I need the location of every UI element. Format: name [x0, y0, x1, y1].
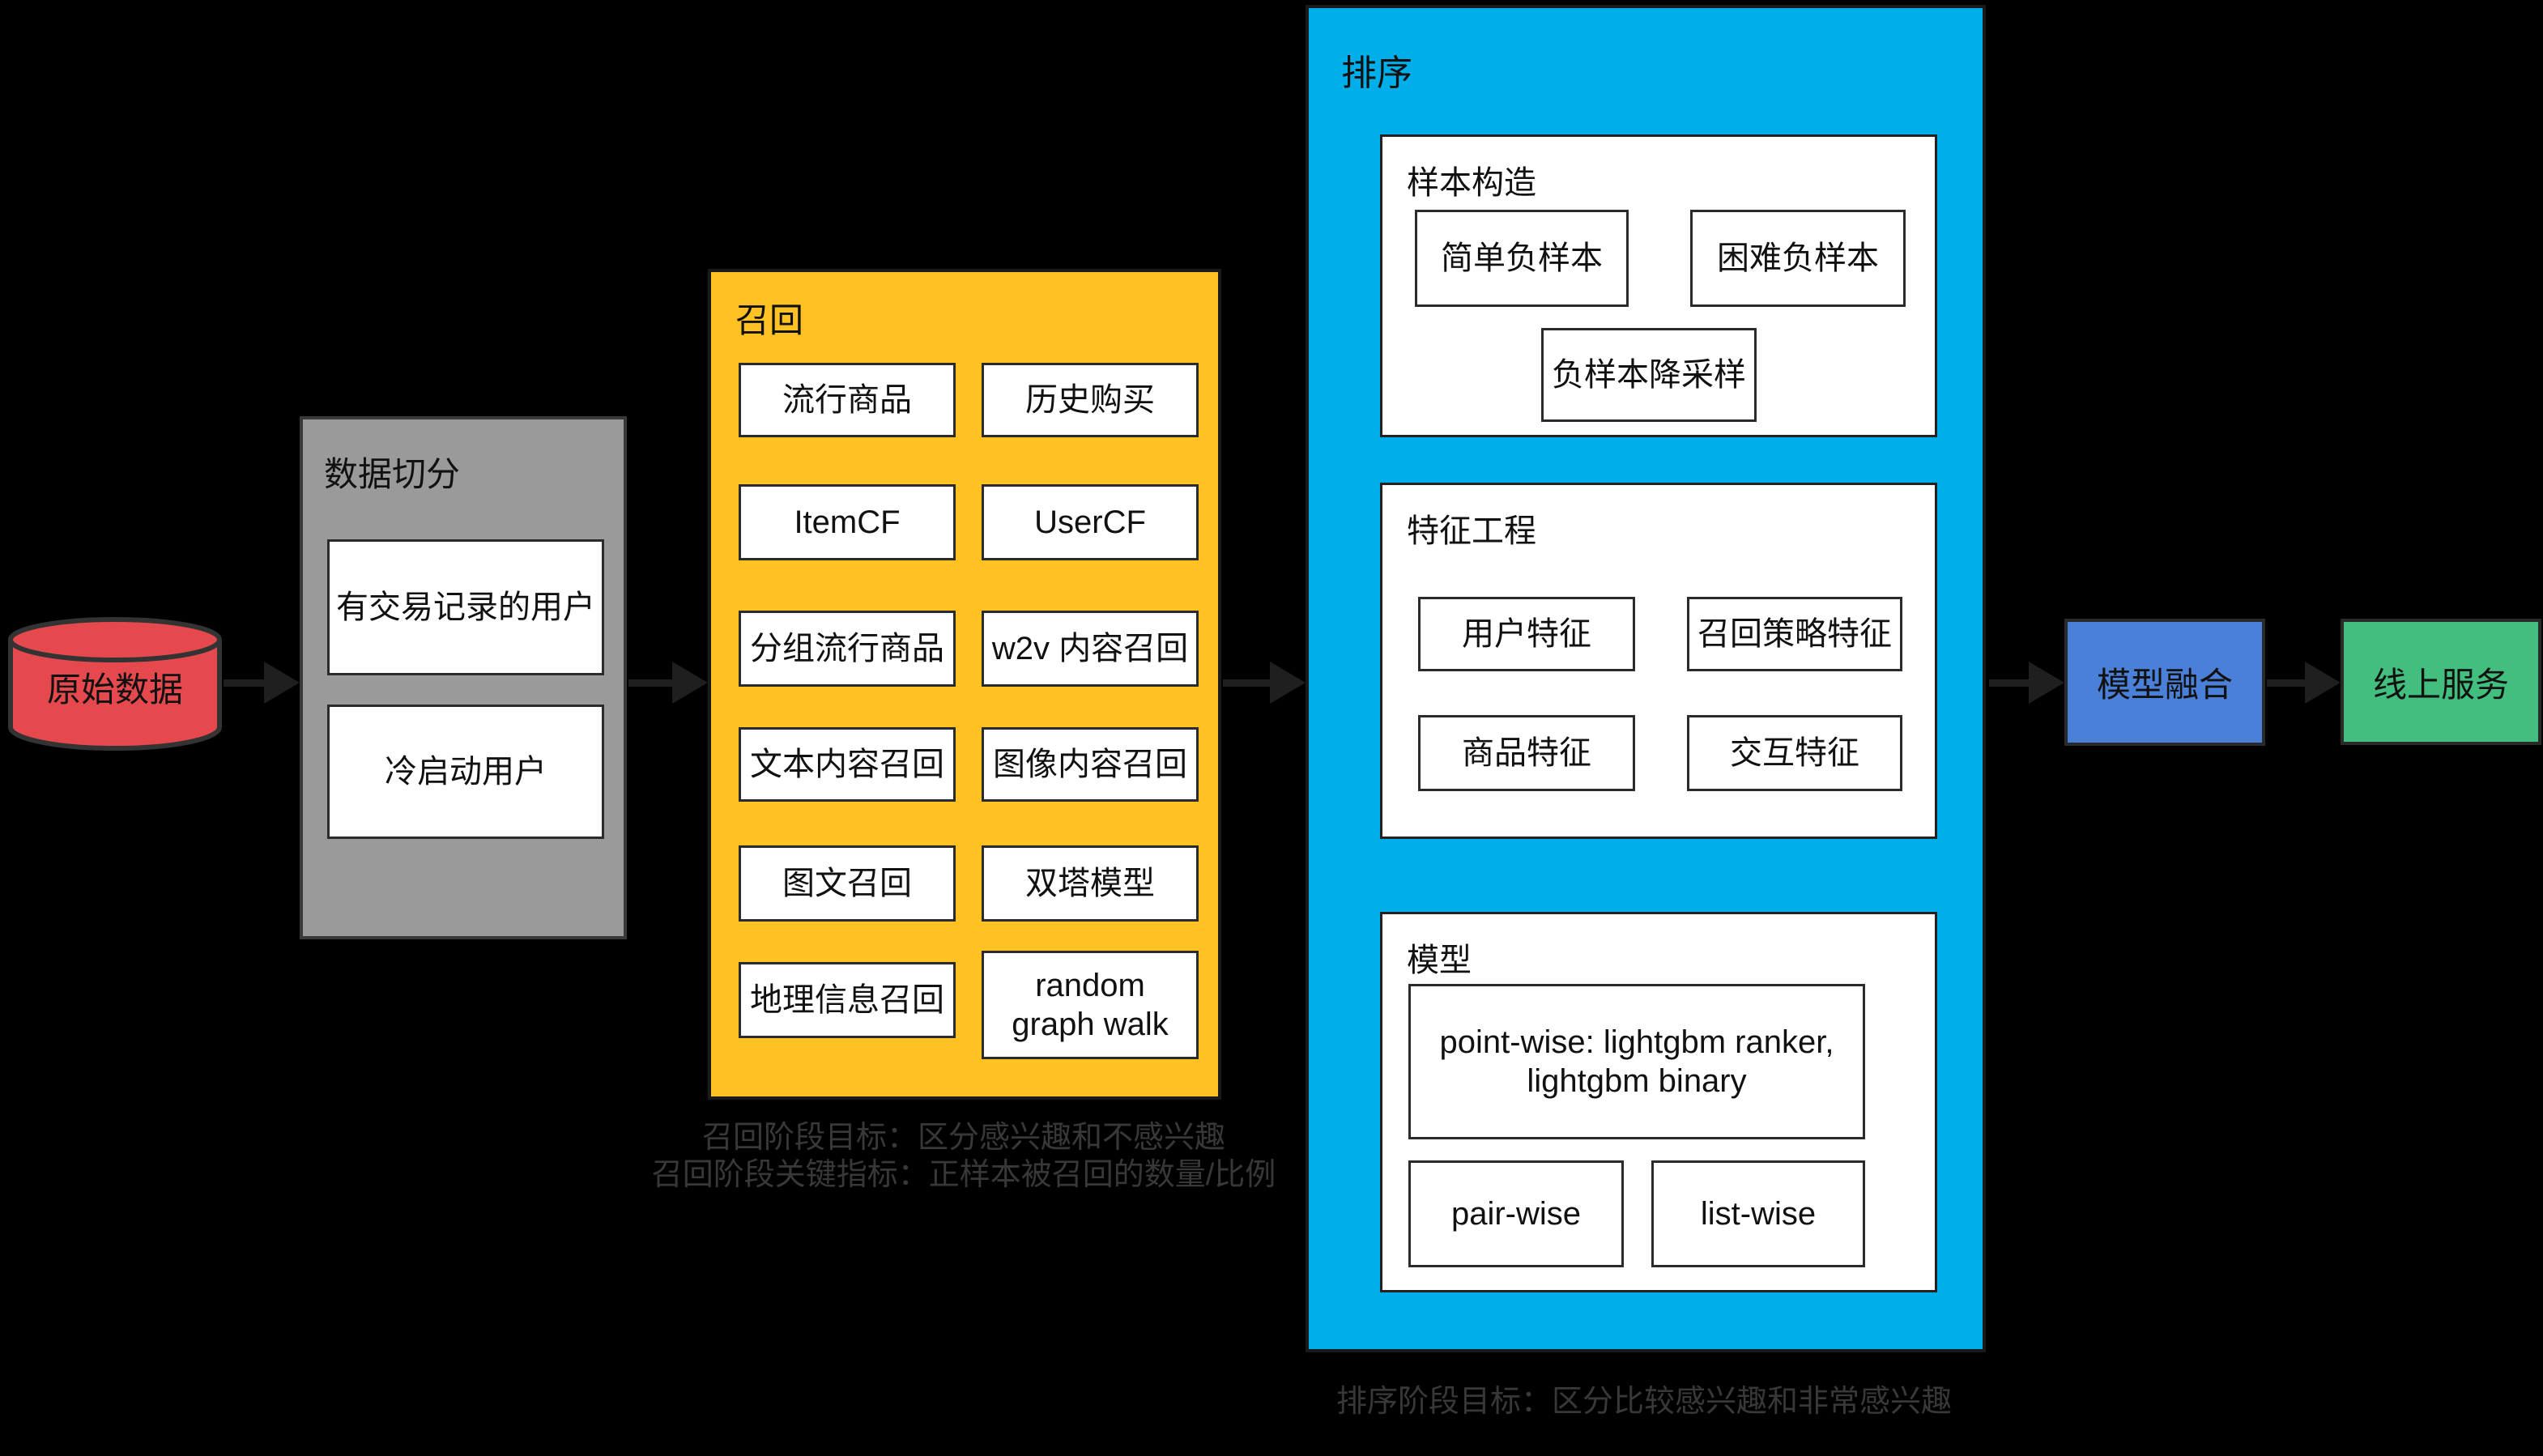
feature-item-goods: 商品特征	[1418, 715, 1635, 791]
feature-engineering-title: 特征工程	[1407, 513, 1536, 549]
online-serving-label: 线上服务	[2372, 665, 2509, 704]
feature-item-user: 用户特征	[1418, 597, 1635, 671]
arrow-source-to-split	[224, 679, 266, 687]
recall-item-w2v-content: w2v 内容召回	[982, 611, 1199, 687]
model-fusion-node: 模型融合	[2064, 619, 2265, 746]
arrow-recall-to-ranking	[1223, 679, 1272, 687]
feature-item-recall-strategy: 召回策略特征	[1687, 597, 1902, 671]
recall-title: 召回	[735, 301, 804, 339]
model-fusion-label: 模型融合	[2096, 666, 2233, 704]
sample-construction-panel: 样本构造 简单负样本 困难负样本 负样本降采样	[1380, 134, 1937, 437]
sample-item-easy-negative: 简单负样本	[1415, 210, 1629, 307]
model-item-pointwise: point-wise: lightgbm ranker, lightgbm bi…	[1408, 984, 1865, 1139]
model-item-pairwise: pair-wise	[1408, 1160, 1624, 1267]
sample-construction-title: 样本构造	[1407, 165, 1536, 201]
source-label: 原始数据	[46, 671, 183, 709]
ranking-goal-caption: 排序阶段目标：区分比较感兴趣和非常感兴趣	[1335, 1385, 1952, 1419]
ranking-title: 排序	[1341, 53, 1412, 93]
recall-metric-caption: 召回阶段关键指标：正样本被召回的数量/比例	[651, 1158, 1276, 1192]
arrow-head-recall-to-ranking-icon	[1270, 662, 1306, 704]
online-serving-node: 线上服务	[2341, 619, 2541, 745]
data-split-title: 数据切分	[324, 455, 461, 493]
recall-item-history-purchase: 历史购买	[982, 363, 1199, 437]
feature-item-interaction: 交互特征	[1687, 715, 1902, 791]
model-item-listwise: list-wise	[1651, 1160, 1865, 1267]
recall-item-two-tower: 双塔模型	[982, 845, 1199, 922]
recall-item-image-content: 图像内容召回	[982, 727, 1199, 802]
recall-block: 召回 流行商品 历史购买 ItemCF UserCF 分组流行商品 w2v 内容…	[708, 269, 1221, 1100]
sample-item-negative-downsample: 负样本降采样	[1541, 328, 1757, 422]
recall-item-grouped-popular: 分组流行商品	[739, 611, 956, 687]
recall-item-image-text: 图文召回	[739, 845, 956, 922]
ranking-block: 排序 样本构造 简单负样本 困难负样本 负样本降采样 特征工程 用户特征 召回策…	[1306, 5, 1986, 1352]
feature-engineering-panel: 特征工程 用户特征 召回策略特征 商品特征 交互特征	[1380, 483, 1937, 839]
arrow-head-fusion-to-serving-icon	[2305, 662, 2341, 704]
arrow-head-source-to-split-icon	[264, 662, 300, 704]
recall-goal-caption: 召回阶段目标：区分感兴趣和不感兴趣	[701, 1121, 1225, 1155]
source-database-cylinder: 原始数据	[6, 615, 224, 751]
recall-item-random-graph-walk: random graph walk	[982, 951, 1199, 1059]
model-panel: 模型 point-wise: lightgbm ranker, lightgbm…	[1380, 912, 1937, 1292]
cylinder-shape-icon	[8, 617, 222, 751]
arrow-head-split-to-recall-icon	[672, 662, 708, 704]
arrow-head-ranking-to-fusion-icon	[2029, 662, 2064, 704]
recall-item-text-content: 文本内容召回	[739, 727, 956, 802]
data-split-block: 数据切分 有交易记录的用户 冷启动用户	[300, 416, 627, 939]
data-split-item-coldstart-users: 冷启动用户	[327, 705, 604, 839]
recall-item-geo-info: 地理信息召回	[739, 962, 956, 1038]
recall-item-usercf: UserCF	[982, 484, 1199, 560]
model-panel-title: 模型	[1407, 943, 1472, 978]
data-split-item-transaction-users: 有交易记录的用户	[327, 539, 604, 675]
arrow-split-to-recall	[628, 679, 674, 687]
sample-item-hard-negative: 困难负样本	[1690, 210, 1906, 307]
arrow-fusion-to-serving	[2267, 679, 2307, 687]
arrow-ranking-to-fusion	[1989, 679, 2030, 687]
recall-item-itemcf: ItemCF	[739, 484, 956, 560]
recall-item-popular-goods: 流行商品	[739, 363, 956, 437]
